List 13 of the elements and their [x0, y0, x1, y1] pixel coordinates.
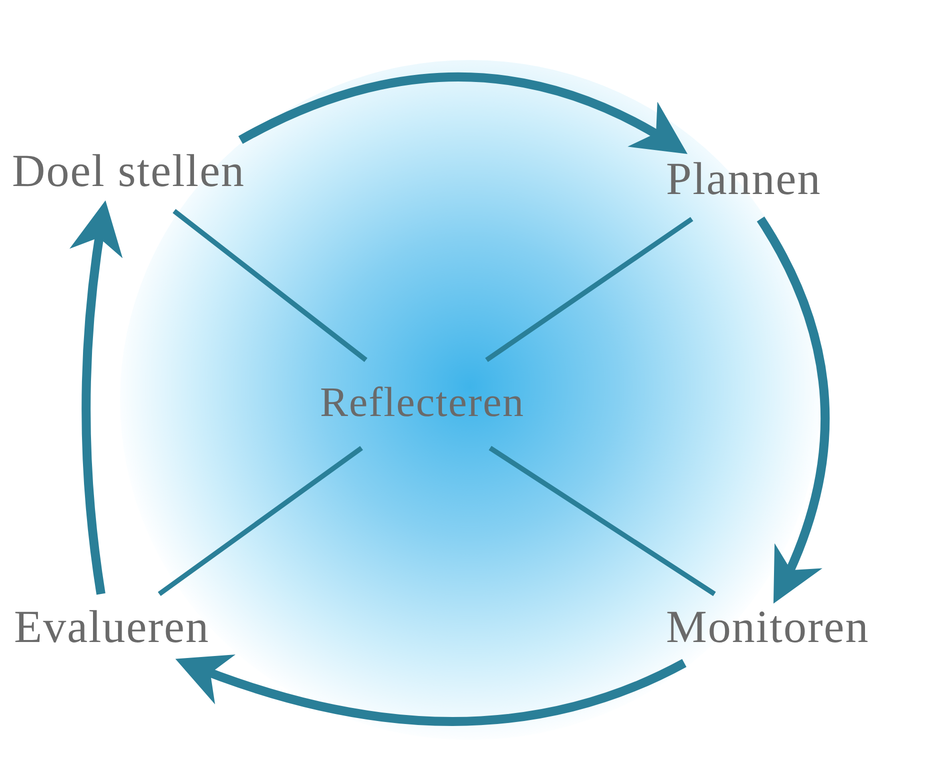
connector-line — [172, 209, 368, 362]
center-label: Reflecteren — [310, 360, 535, 448]
connector-line — [485, 216, 694, 362]
step-label: Plannen — [658, 148, 830, 219]
cycle-arrow — [175, 653, 686, 726]
cycle-arrow — [238, 72, 688, 154]
connector-line — [158, 446, 363, 596]
cycle-arrow — [70, 200, 124, 595]
step-label: Evalueren — [6, 594, 218, 663]
step-label: Doel stellen — [4, 140, 253, 211]
cycle-arrow — [756, 216, 830, 604]
step-label: Monitoren — [658, 594, 878, 663]
connector-line — [488, 446, 716, 596]
